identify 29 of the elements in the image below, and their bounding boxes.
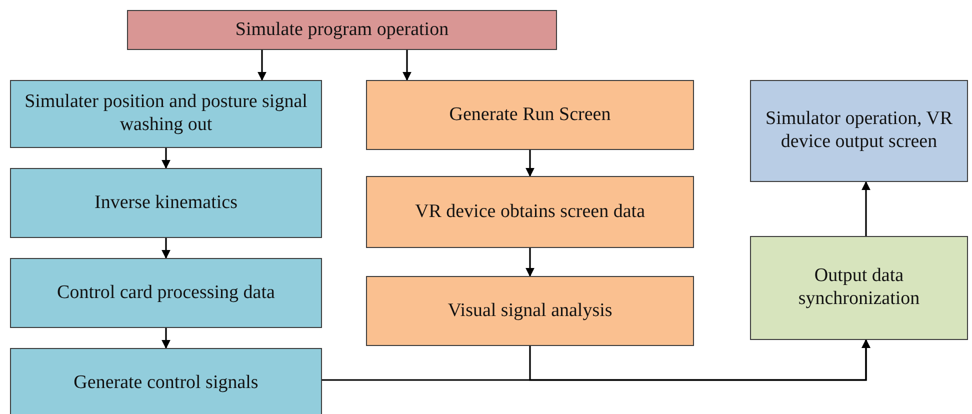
box-label: Control card processing data [57,282,275,304]
process-box [10,80,322,148]
box-label: VR device obtains screen data [414,200,646,224]
box-label: Simulator operation, VR device output screen [764,108,954,154]
arrow [258,50,266,81]
arrow [162,238,170,259]
process-box [366,276,694,346]
process-box [10,168,322,238]
process-box [10,348,322,414]
arrow [526,248,534,277]
arrow [402,50,412,81]
sync-box [750,236,968,340]
process-box [10,258,322,328]
box-label: Generate Run Screen [449,104,611,126]
process-box [127,10,557,50]
output-box [750,80,968,182]
box-label: Output data synchronization [797,265,921,311]
process-box [366,176,694,248]
box-label: Generate control signals [74,372,258,394]
box-label: Inverse kinematics [94,192,238,214]
process-box [366,80,694,150]
arrow [162,328,170,349]
arrow [526,150,534,177]
arrow [162,148,170,169]
box-label: Visual signal analysis [448,300,612,322]
box-label: Simulater position and posture signal washing out [24,91,308,137]
arrow [862,181,870,236]
box-label: Simulate program operation [235,18,449,42]
arrow [529,339,870,381]
